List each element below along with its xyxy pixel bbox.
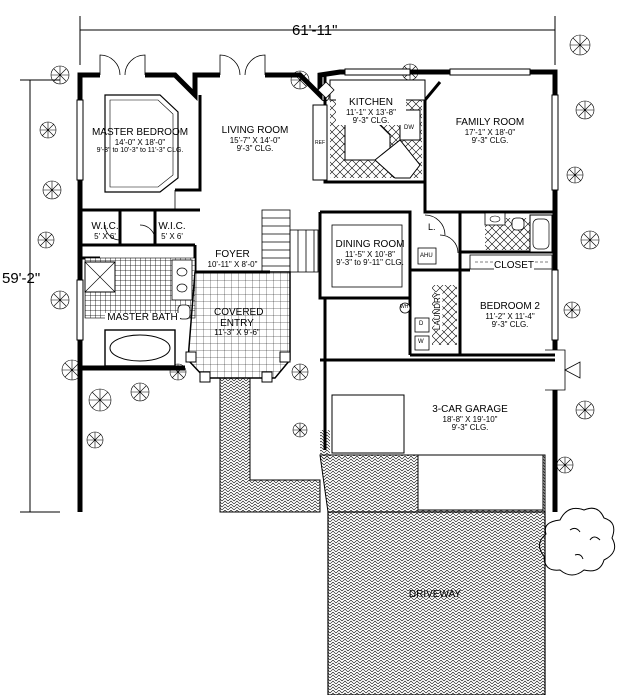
room-ceiling: 9'-3" to 9'-11" CLG. — [336, 257, 404, 267]
room-name: FOYER — [215, 249, 250, 260]
room-name: KITCHEN — [349, 97, 393, 108]
room-closet: CLOSET — [484, 256, 544, 273]
room-wic-left: W.I.C. 5' X 6' — [88, 221, 122, 241]
width-dimension-line — [79, 16, 556, 65]
room-ceiling: 9'-3" CLG. — [471, 135, 509, 145]
room-size: 17'-1" X 18'-0" — [464, 127, 516, 137]
room-covered-entry: COVERED ENTRY 11'-3" X 9'-6" — [202, 307, 272, 337]
room-name: BEDROOM 2 — [479, 301, 540, 312]
room-name: FAMILY ROOM — [455, 117, 525, 128]
room-name: MASTER BEDROOM — [91, 127, 189, 138]
kitchen-left-counter — [312, 104, 328, 181]
room-garage: 3-CAR GARAGE 18'-8" X 19'-10" 9'-3" CLG. — [420, 404, 520, 432]
room-foyer: FOYER 10'-11" X 8'-0" — [200, 249, 265, 269]
dryer-label: D — [419, 321, 424, 327]
ref-label: REF — [315, 140, 325, 146]
room-size: 11'-1" X 13'-8" — [346, 107, 396, 117]
washer-label: W — [418, 339, 424, 345]
room-name: LAUNDRY — [433, 292, 443, 331]
depth-dimension-line — [20, 79, 60, 513]
room-driveway: DRIVEWAY — [400, 589, 470, 601]
room-living-room: LIVING ROOM 15'-7" X 14'-0" 9'-3" CLG. — [205, 125, 305, 153]
room-ceiling: 9'-3" CLG. — [451, 422, 489, 432]
room-ceiling: 9'-3" CLG. — [352, 115, 390, 125]
room-family-room: FAMILY ROOM 17'-1" X 18'-0" 9'-3" CLG. — [440, 117, 540, 145]
windows — [76, 68, 559, 341]
landscape-tree — [539, 507, 616, 576]
room-size: 5' X 6' — [94, 231, 116, 241]
master-tray-ceiling — [104, 94, 179, 193]
depth-dimension: 59'-2" — [2, 270, 41, 287]
room-ceiling: 9'-3" CLG. — [491, 319, 529, 329]
room-master-bath: MASTER BATH — [100, 308, 185, 325]
width-dimension: 61'-11" — [292, 22, 338, 39]
dw-label: DW — [404, 125, 414, 131]
front-walkway — [219, 377, 321, 513]
room-ceiling: 9'-3" CLG. — [236, 143, 274, 153]
room-size: 11'-2" X 11'-4" — [485, 311, 535, 321]
garage-door-single — [331, 394, 405, 454]
room-size: 18'-8" X 19'-10" — [442, 414, 498, 424]
room-name: 3-CAR GARAGE — [432, 404, 508, 415]
room-size: 11'-3" X 9'-6" — [214, 328, 260, 337]
room-name: LIVING ROOM — [221, 125, 289, 136]
room-name: COVERED ENTRY — [214, 307, 264, 329]
room-laundry: LAUNDRY — [433, 292, 448, 340]
garage-door-double — [417, 454, 544, 511]
room-name: DRIVEWAY — [408, 589, 462, 600]
room-name: W.I.C. — [158, 221, 186, 232]
room-name: MASTER BATH — [105, 312, 180, 324]
room-size: 11'-5" X 10'-8" — [345, 249, 395, 259]
room-master-bedroom: MASTER BEDROOM 14'-0" X 18'-0" 9'-3" to … — [88, 127, 192, 154]
room-bedroom-2: BEDROOM 2 11'-2" X 11'-4" 9'-3" CLG. — [470, 301, 550, 329]
interior-walls — [80, 72, 555, 450]
room-dining-room: DINING ROOM 11'-5" X 10'-8" 9'-3" to 9'-… — [330, 239, 410, 267]
room-kitchen: KITCHEN 11'-1" X 13'-8" 9'-3" CLG. — [336, 97, 406, 126]
room-wic-right: W.I.C. 5' X 6' — [155, 221, 189, 241]
room-size: 15'-7" X 14'-0" — [229, 135, 281, 145]
room-ceiling: 9'-3" to 10'-3" to 11'-3" CLG. — [96, 146, 184, 154]
room-name: DINING ROOM — [335, 239, 405, 250]
room-size: 5' X 6' — [161, 231, 183, 241]
wh-label: WH — [400, 304, 409, 310]
ahu-label: AHU — [420, 253, 433, 259]
dining-room-inner — [331, 224, 403, 288]
linen-label: L. — [428, 222, 436, 232]
room-name: W.I.C. — [91, 221, 119, 232]
stairs — [261, 209, 319, 273]
room-size: 14'-0" X 18'-0" — [114, 137, 166, 147]
room-size: 10'-11" X 8'-0" — [207, 259, 258, 269]
room-name: CLOSET — [493, 260, 534, 272]
doors — [99, 54, 581, 391]
driveway — [327, 511, 546, 695]
